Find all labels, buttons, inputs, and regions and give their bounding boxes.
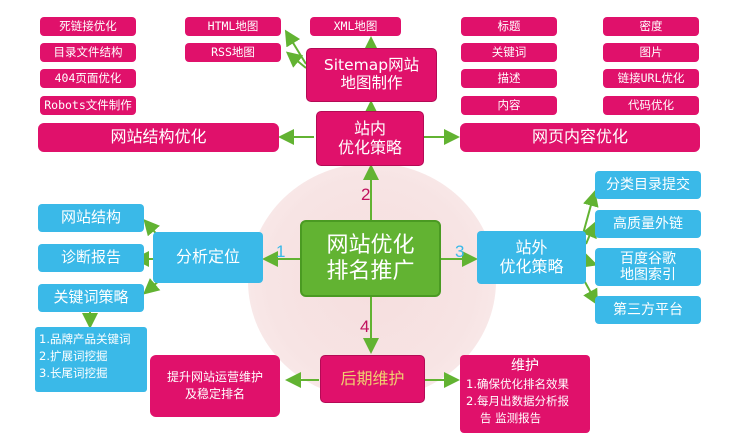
sitemap-item-html: HTML地图 xyxy=(185,17,281,36)
outer-line2: 优化策略 xyxy=(499,256,564,276)
inner-line1: 站内 xyxy=(353,119,386,139)
arrow-outer-to-thirdparty xyxy=(583,281,598,306)
structure-item-deadlink: 死链接优化 xyxy=(40,17,136,36)
arrow-sitemap-to-rss xyxy=(285,51,307,69)
analysis-item-structure: 网站结构 xyxy=(38,204,144,232)
sitemap-item-rss: RSS地图 xyxy=(185,43,281,62)
outer-line1: 站外 xyxy=(515,238,548,258)
sitemap-item-xml: XML地图 xyxy=(310,17,401,36)
outer-index-line1: 百度谷歌 xyxy=(620,250,676,267)
step-number-1: 1 xyxy=(276,242,286,261)
maintenance-detail-item: 1.确保优化排名效果 xyxy=(466,377,569,391)
outer-item-directory: 分类目录提交 xyxy=(595,171,701,199)
keyword-list-item: 1.品牌产品关键词 xyxy=(39,332,131,346)
maintenance-detail-title: 维护 xyxy=(511,358,539,374)
sitemap-line1: Sitemap网站 xyxy=(323,56,420,75)
keyword-strategy-list: 1.品牌产品关键词 2.扩展词挖掘 3.长尾词挖掘 xyxy=(35,327,147,392)
content-item-images: 图片 xyxy=(603,43,699,62)
analysis-item-keywords: 关键词策略 xyxy=(38,284,144,312)
outer-optimization-node: 站外 优化策略 xyxy=(477,231,586,284)
step-number-2: 2 xyxy=(361,185,371,204)
inner-optimization-node: 站内 优化策略 xyxy=(316,111,424,166)
maintenance-node: 后期维护 xyxy=(320,355,425,403)
maintenance-detail-box: 维护 1.确保优化排名效果 2.每月出数据分析报 告 监测报告 xyxy=(460,355,590,433)
outer-index-line2: 地图索引 xyxy=(620,267,676,283)
outer-item-thirdparty: 第三方平台 xyxy=(595,296,701,324)
arrow-outer-to-index xyxy=(580,252,598,268)
arrow-outer-to-links xyxy=(581,221,597,245)
step-number-4: 4 xyxy=(360,317,370,336)
center-line2: 排名推广 xyxy=(326,258,415,284)
keyword-list-item: 3.长尾词挖掘 xyxy=(39,366,108,380)
content-item-density: 密度 xyxy=(603,17,699,36)
maintenance-goal-box: 提升网站运营维护 及稳定排名 xyxy=(150,355,280,417)
content-item-url: 链接URL优化 xyxy=(603,69,699,88)
analysis-node: 分析定位 xyxy=(153,232,263,283)
content-title: 网页内容优化 xyxy=(460,123,700,152)
keyword-list-item: 2.扩展词挖掘 xyxy=(39,349,108,363)
structure-item-404: 404页面优化 xyxy=(40,69,136,88)
maintenance-goal-line1: 提升网站运营维护 xyxy=(166,370,263,384)
step-number-3: 3 xyxy=(455,242,465,261)
structure-item-robots: Robots文件制作 xyxy=(40,96,136,115)
content-item-code: 代码优化 xyxy=(603,96,699,115)
center-line1: 网站优化 xyxy=(326,233,415,259)
analysis-item-diagnosis: 诊断报告 xyxy=(38,244,144,272)
outer-item-index: 百度谷歌 地图索引 xyxy=(595,248,701,286)
structure-title: 网站结构优化 xyxy=(38,123,279,152)
sitemap-line2: 地图制作 xyxy=(340,74,403,92)
content-item-title: 标题 xyxy=(461,17,557,36)
structure-item-directory: 目录文件结构 xyxy=(40,43,136,62)
content-item-keywords: 关键词 xyxy=(461,43,557,62)
maintenance-goal-line2: 及稳定排名 xyxy=(184,387,245,401)
maintenance-detail-item: 2.每月出数据分析报 xyxy=(466,394,569,408)
sitemap-node: Sitemap网站 地图制作 xyxy=(306,48,437,102)
center-node: 网站优化 排名推广 xyxy=(300,220,441,297)
inner-line2: 优化策略 xyxy=(337,137,402,157)
outer-item-backlinks: 高质量外链 xyxy=(595,210,701,238)
content-item-content: 内容 xyxy=(461,96,557,115)
maintenance-detail-item: 告 监测报告 xyxy=(480,411,542,425)
content-item-description: 描述 xyxy=(461,69,557,88)
